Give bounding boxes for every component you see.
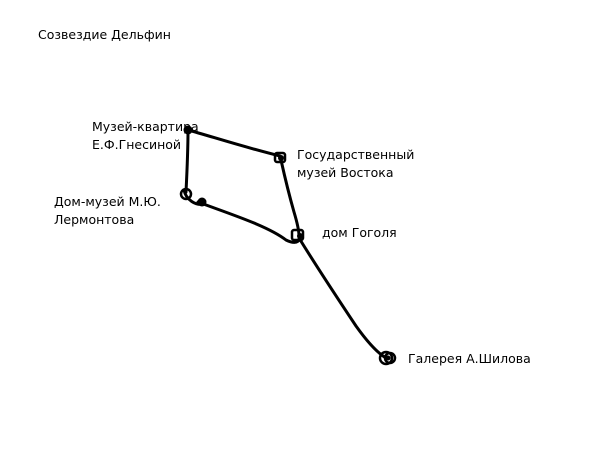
line-gogol-shilov	[297, 236, 388, 360]
star-lermontov	[179, 187, 207, 207]
line-lermontov-gogol	[196, 200, 302, 244]
diagram-title: Созвездие Дельфин	[38, 27, 171, 42]
star-vostok	[273, 151, 287, 164]
label-line: Галерея А.Шилова	[408, 351, 531, 366]
label-line: Дом-музей М.Ю.	[54, 194, 161, 209]
star-gnesina	[183, 125, 193, 135]
label-shilov: Галерея А.Шилова	[408, 350, 531, 368]
label-line: дом Гоголя	[322, 225, 397, 240]
label-line: музей Востока	[297, 165, 394, 180]
label-line: Е.Ф.Гнесиной	[92, 137, 182, 152]
label-line: Музей-квартира	[92, 119, 199, 134]
star-shilov	[378, 350, 397, 366]
line-gnesina-lermontov	[184, 128, 190, 194]
label-vostok: Государственный музей Востока	[297, 146, 414, 182]
label-lermontov: Дом-музей М.Ю. Лермонтова	[54, 193, 161, 229]
line-gnesina-vostok	[186, 128, 282, 158]
label-line: Государственный	[297, 147, 415, 162]
label-gnesina: Музей-квартира Е.Ф.Гнесиной	[92, 118, 199, 154]
label-gogol: дом Гоголя	[322, 224, 397, 242]
label-line: Лермонтова	[54, 212, 135, 227]
star-gogol	[290, 228, 305, 242]
